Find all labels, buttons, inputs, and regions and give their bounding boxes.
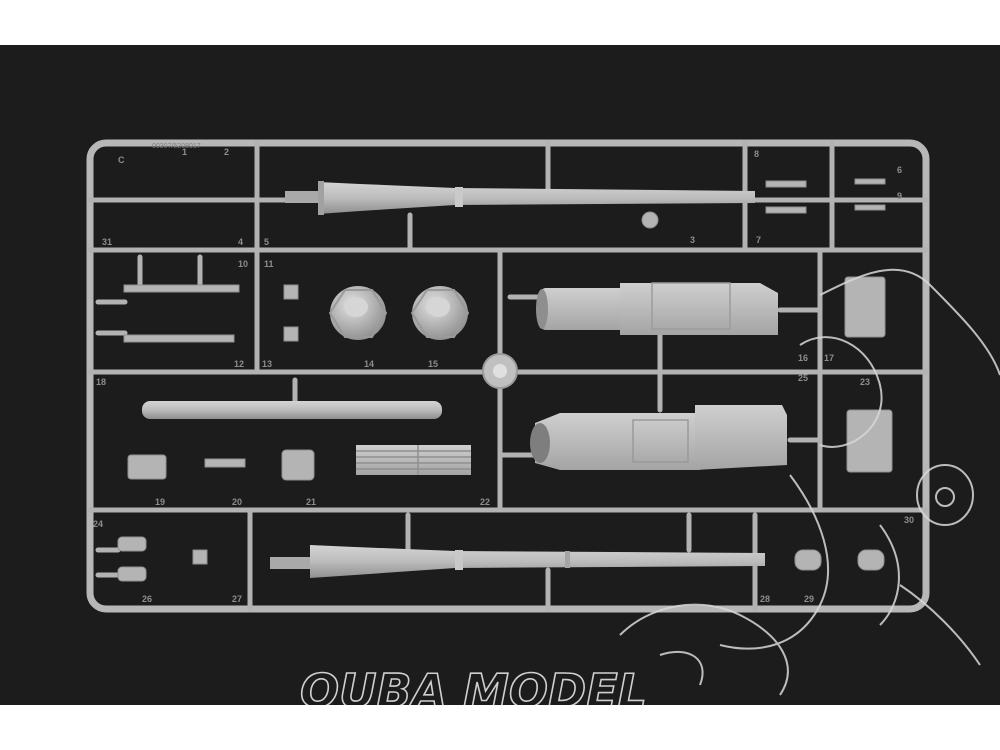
- sprue-code-label: 00307/5208017: [152, 143, 201, 150]
- part-number-tag: 17: [824, 353, 834, 363]
- part-number-tag: 15: [428, 359, 438, 369]
- part-number-tag: 8: [754, 149, 759, 159]
- part-number-tag: 5: [264, 237, 269, 247]
- breech-block-lower: [530, 405, 787, 470]
- part-number-tag: 23: [860, 377, 870, 387]
- part-number-tag: 3: [690, 235, 695, 245]
- part-number-tag: 9: [897, 191, 902, 201]
- dome-part-left: [328, 286, 388, 340]
- part-number-tag: 19: [155, 497, 165, 507]
- part-number-tag: 22: [480, 497, 490, 507]
- part-number-tag: 2: [224, 147, 229, 157]
- grille-block: [356, 445, 471, 475]
- dome-part-right: [410, 286, 470, 340]
- watermark-text: OUBA MODEL: [300, 664, 647, 705]
- part-number-tag: 6: [897, 165, 902, 175]
- part-number-tag: 26: [142, 594, 152, 604]
- sprue-image: 00307/5208017 C 1 2 31 4 5 10 11 12 13 1…: [0, 45, 1000, 705]
- part-number-tag: 24: [93, 519, 103, 529]
- gun-barrel-lower: [270, 545, 765, 578]
- part-number-tag: 20: [232, 497, 242, 507]
- part-number-tag: 12: [234, 359, 244, 369]
- part-number-tag: 10: [238, 259, 248, 269]
- sprue-letter-label: C: [118, 155, 125, 165]
- watermark-character-outline: [619, 268, 1000, 696]
- sprue-frame: [86, 139, 930, 613]
- product-photo: 00307/5208017 C 1 2 31 4 5 10 11 12 13 1…: [0, 45, 1000, 705]
- part-number-tag: 30: [904, 515, 914, 525]
- part-number-tags: 1 2 31 4 5 10 11 12 13 14 15 16 17 18 19…: [93, 147, 914, 604]
- hub-disc: [482, 353, 518, 389]
- part-number-tag: 18: [96, 377, 106, 387]
- part-number-tag: 25: [798, 373, 808, 383]
- small-parts: [117, 178, 893, 582]
- breech-block-upper: [536, 282, 778, 335]
- part-number-tag: 27: [232, 594, 242, 604]
- part-number-tag: 7: [756, 235, 761, 245]
- part-number-tag: 4: [238, 237, 243, 247]
- part-number-tag: 21: [306, 497, 316, 507]
- part-number-tag: 1: [182, 147, 187, 157]
- part-number-tag: 11: [264, 259, 274, 269]
- part-number-tag: 28: [760, 594, 770, 604]
- part-number-tag: 31: [102, 237, 112, 247]
- part-number-tag: 29: [804, 594, 814, 604]
- long-rod: [142, 401, 442, 419]
- gun-barrel-upper: [285, 181, 755, 215]
- part-number-tag: 16: [798, 353, 808, 363]
- part-number-tag: 13: [262, 359, 272, 369]
- part-number-tag: 14: [364, 359, 374, 369]
